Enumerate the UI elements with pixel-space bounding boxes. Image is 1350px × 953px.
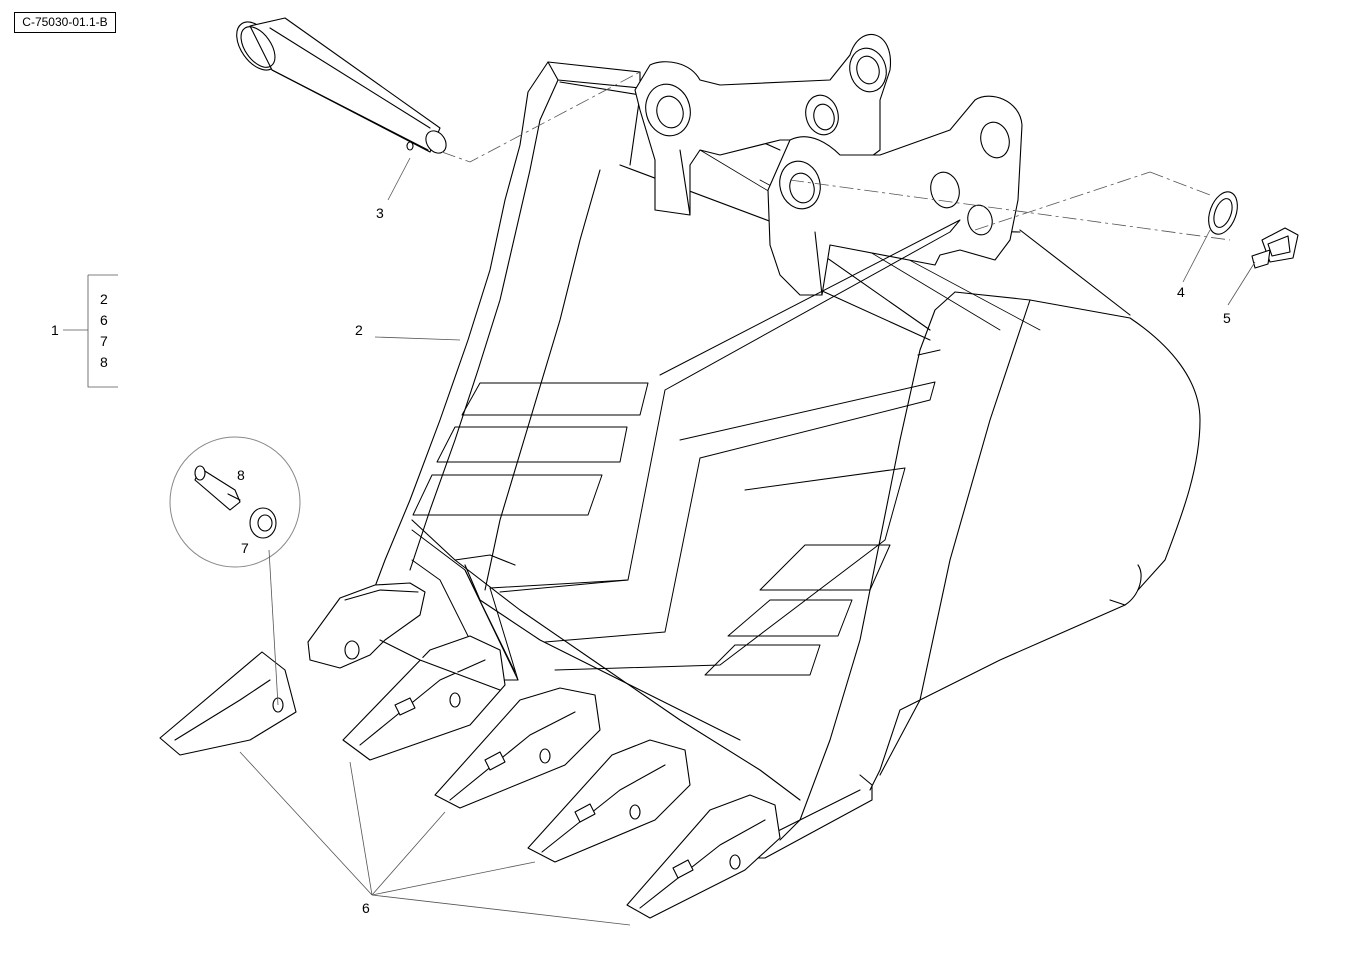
callout-2: 2 (355, 322, 363, 338)
drawing-reference-box: C-75030-01.1-B (14, 12, 116, 33)
callout-8: 8 (237, 467, 245, 483)
leader-6 (240, 752, 630, 925)
detail-circle (170, 437, 300, 567)
bracket-axis-line (790, 172, 1230, 240)
washer-part (1203, 188, 1242, 238)
right-bracket (768, 96, 1022, 295)
teeth-row (160, 583, 780, 918)
kit-contents-list: 2 6 7 8 (100, 289, 108, 373)
kit-item: 7 (100, 333, 108, 349)
kit-item: 2 (100, 291, 108, 307)
bucket-decal (412, 220, 960, 680)
retainer-part (1252, 228, 1298, 268)
callout-1: 1 (51, 322, 59, 338)
pin-axis-line (442, 72, 640, 162)
callout-7: 7 (241, 540, 249, 556)
callout-5: 5 (1223, 310, 1231, 326)
leader-3 (388, 158, 410, 200)
leader-5 (1228, 262, 1255, 305)
kit-item: 6 (100, 312, 108, 328)
kit-item: 8 (100, 354, 108, 370)
leader-7 (269, 550, 278, 705)
pin-part (228, 15, 450, 157)
leader-4 (1183, 230, 1210, 282)
kit-bracket (88, 275, 118, 387)
callout-3: 3 (376, 205, 384, 221)
left-bracket (635, 34, 891, 215)
callout-4: 4 (1177, 284, 1185, 300)
leader-lines (63, 72, 1255, 925)
leader-2 (375, 337, 460, 340)
callout-6: 6 (362, 900, 370, 916)
